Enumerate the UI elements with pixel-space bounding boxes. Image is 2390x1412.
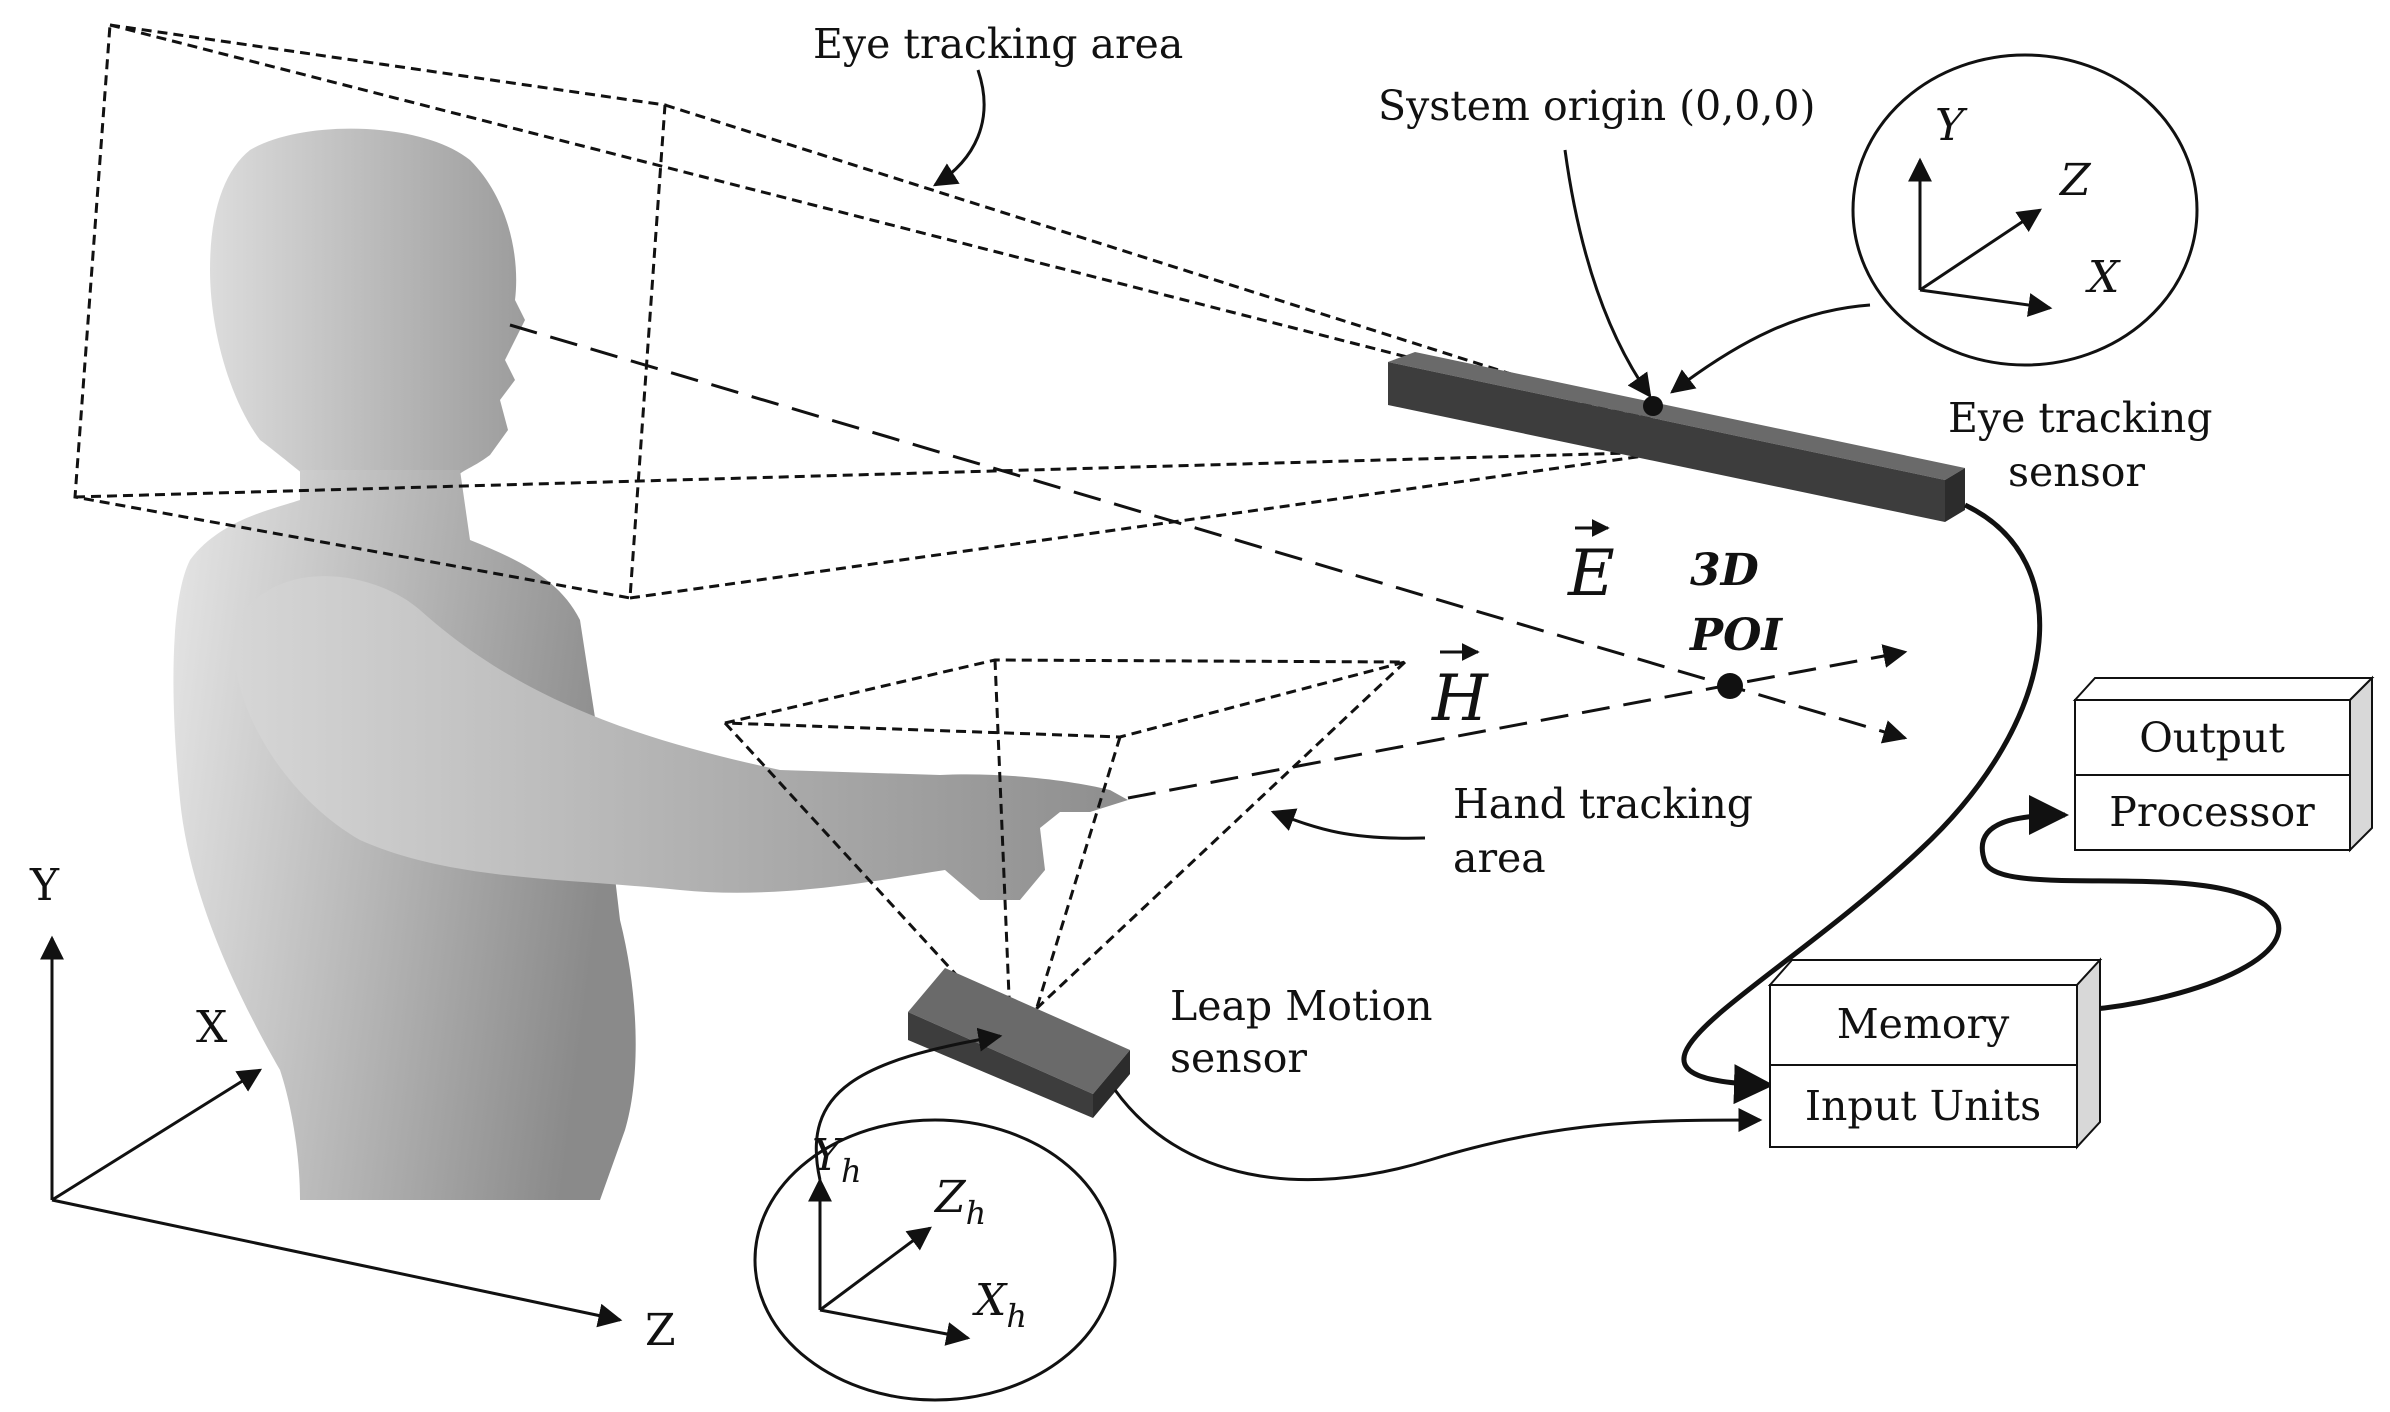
vector-h-label: H <box>1431 662 1489 736</box>
output-block-label: Output <box>2139 714 2285 762</box>
system-axes-bubble <box>1670 53 2199 394</box>
poi-point <box>1717 673 1743 699</box>
vector-e-label: E <box>1567 537 1615 611</box>
hand-axis-z: Zh <box>933 1172 986 1232</box>
eye-tracking-sensor <box>1388 352 1965 522</box>
leap-motion-label-1: Leap Motion <box>1170 982 1433 1030</box>
hand-tracking-area-label-1: Hand tracking <box>1453 780 1753 828</box>
output-processor-block <box>2072 675 2375 853</box>
gaze-vector-e <box>509 323 1908 744</box>
eye-tracking-area-label: Eye tracking area <box>813 20 1183 68</box>
eye-tracking-sensor-label-2: sensor <box>2008 448 2145 496</box>
input-units-block-label: Input Units <box>1805 1082 2041 1130</box>
hand-axes-bubble <box>753 1027 1117 1402</box>
world-axis-z: Z <box>645 1305 676 1356</box>
world-axis-x: X <box>196 1002 228 1053</box>
arm-shape <box>234 576 1128 900</box>
system-origin-point <box>1643 396 1663 416</box>
memory-input-block <box>1767 957 2103 1150</box>
pointing-vector-h <box>1127 644 1908 800</box>
hand-axis-x: Xh <box>972 1275 1027 1335</box>
hand-axis-y: Yh <box>812 1130 862 1190</box>
processor-block-label: Processor <box>2109 788 2315 836</box>
human-silhouette <box>173 128 1128 1200</box>
system-origin-label: System origin (0,0,0) <box>1378 82 1815 130</box>
memory-block-label: Memory <box>1837 1000 2010 1048</box>
hand-tracking-area-label-2: area <box>1453 834 1546 882</box>
world-axis-y: Y <box>29 860 60 911</box>
head-shape <box>210 128 525 506</box>
poi-label-2: POI <box>1688 610 1783 661</box>
eye-tracking-sensor-label-1: Eye tracking <box>1948 394 2212 442</box>
system-axis-x: X <box>2085 252 2121 303</box>
world-axes <box>40 935 623 1328</box>
system-axis-y: Y <box>1935 100 1968 151</box>
leap-motion-sensor <box>908 968 1130 1118</box>
leap-motion-label-2: sensor <box>1170 1034 1307 1082</box>
system-axis-z: Z <box>2058 155 2092 206</box>
poi-label-1: 3D <box>1690 545 1759 596</box>
